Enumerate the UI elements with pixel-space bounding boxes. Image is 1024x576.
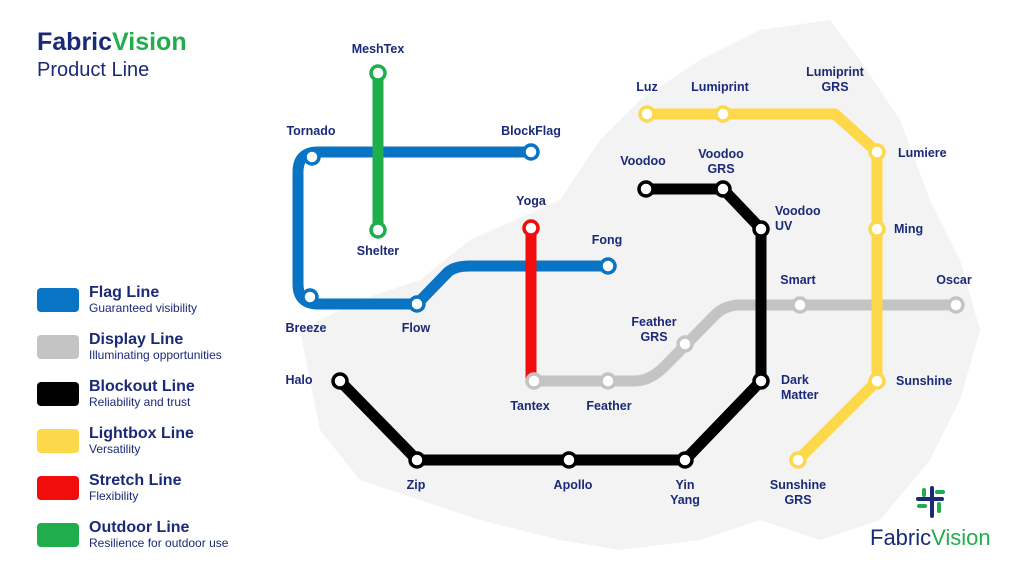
label-voodoo-grs-2: GRS bbox=[707, 162, 734, 176]
station-luz[interactable] bbox=[638, 105, 656, 123]
legend-swatch bbox=[37, 428, 79, 453]
station-sunshine[interactable] bbox=[868, 372, 886, 390]
fabricvision-logo: FabricVision bbox=[870, 484, 991, 551]
logo-text: FabricVision bbox=[870, 525, 991, 550]
legend-desc: Flexibility bbox=[89, 489, 139, 503]
label-flow: Flow bbox=[402, 321, 431, 335]
label-lumiere: Lumiere bbox=[898, 146, 947, 160]
station-oscar[interactable] bbox=[947, 296, 965, 314]
label-voodoo-uv-1: Voodoo bbox=[775, 204, 821, 218]
legend-name: Display Line bbox=[89, 331, 184, 348]
station-lumiere[interactable] bbox=[868, 143, 886, 161]
legend-swatch bbox=[37, 287, 79, 312]
station-feather-grs[interactable] bbox=[676, 335, 694, 353]
station-dark-matter[interactable] bbox=[752, 372, 770, 390]
label-ming: Ming bbox=[894, 222, 923, 236]
label-feather-grs-1: Feather bbox=[631, 315, 676, 329]
label-yoga: Yoga bbox=[516, 194, 547, 208]
station-blockflag[interactable] bbox=[522, 143, 540, 161]
label-apollo: Apollo bbox=[554, 478, 593, 492]
label-zip: Zip bbox=[407, 478, 426, 492]
station-voodoo-uv[interactable] bbox=[752, 220, 770, 238]
station-fong[interactable] bbox=[599, 257, 617, 275]
station-shelter[interactable] bbox=[369, 221, 387, 239]
station-meshtex[interactable] bbox=[369, 64, 387, 82]
legend-name: Stretch Line bbox=[89, 472, 182, 489]
station-yin-yang[interactable] bbox=[676, 451, 694, 469]
label-dark-matter-1: Dark bbox=[781, 373, 809, 387]
label-oscar: Oscar bbox=[936, 273, 972, 287]
legend-swatch bbox=[37, 475, 79, 500]
label-sunshine-grs-2: GRS bbox=[784, 493, 811, 507]
station-yoga[interactable] bbox=[522, 219, 540, 237]
label-dark-matter-2: Matter bbox=[781, 388, 819, 402]
station-voodoo[interactable] bbox=[637, 180, 655, 198]
legend-name: Outdoor Line bbox=[89, 519, 190, 536]
legend-name: Lightbox Line bbox=[89, 425, 194, 442]
station-tornado[interactable] bbox=[303, 148, 321, 166]
label-lumiprint-grs-2: GRS bbox=[821, 80, 848, 94]
logo-mark-icon bbox=[916, 486, 946, 518]
legend-desc: Reliability and trust bbox=[89, 395, 191, 409]
page-title: FabricVision Product Line bbox=[37, 28, 187, 82]
label-yin-yang-2: Yang bbox=[670, 493, 700, 507]
legend-desc: Resilience for outdoor use bbox=[89, 536, 229, 550]
station-tantex[interactable] bbox=[525, 372, 543, 390]
label-blockflag: BlockFlag bbox=[501, 124, 561, 138]
station-zip[interactable] bbox=[408, 451, 426, 469]
label-sunshine: Sunshine bbox=[896, 374, 952, 388]
station-voodoo-grs[interactable] bbox=[714, 180, 732, 198]
label-shelter: Shelter bbox=[357, 244, 400, 258]
label-lumiprint: Lumiprint bbox=[691, 80, 749, 94]
legend-swatch bbox=[37, 334, 79, 359]
station-feather[interactable] bbox=[599, 372, 617, 390]
label-halo: Halo bbox=[285, 373, 312, 387]
legend-name: Blockout Line bbox=[89, 378, 195, 395]
station-ming[interactable] bbox=[868, 220, 886, 238]
label-fong: Fong bbox=[592, 233, 623, 247]
label-voodoo: Voodoo bbox=[620, 154, 666, 168]
label-feather-grs-2: GRS bbox=[640, 330, 667, 344]
legend-desc: Illuminating opportunities bbox=[89, 348, 222, 362]
brand-title: FabricVision bbox=[37, 28, 187, 56]
label-tantex: Tantex bbox=[510, 399, 549, 413]
station-sunshine-grs[interactable] bbox=[789, 451, 807, 469]
legend-swatch bbox=[37, 381, 79, 406]
station-halo[interactable] bbox=[331, 372, 349, 390]
subtitle: Product Line bbox=[37, 59, 150, 81]
label-voodoo-grs-1: Voodoo bbox=[698, 147, 744, 161]
label-tornado: Tornado bbox=[286, 124, 335, 138]
station-lumiprint[interactable] bbox=[714, 105, 732, 123]
europe-map-background bbox=[300, 20, 980, 550]
label-feather: Feather bbox=[586, 399, 631, 413]
legend-desc: Versatility bbox=[89, 442, 141, 456]
label-meshtex: MeshTex bbox=[352, 42, 405, 56]
station-breeze[interactable] bbox=[301, 288, 319, 306]
label-smart: Smart bbox=[780, 273, 816, 287]
station-smart[interactable] bbox=[791, 296, 809, 314]
label-yin-yang-1: Yin bbox=[676, 478, 695, 492]
station-flow[interactable] bbox=[408, 295, 426, 313]
legend-swatch bbox=[37, 522, 79, 547]
label-breeze: Breeze bbox=[286, 321, 327, 335]
label-luz: Luz bbox=[636, 80, 658, 94]
label-voodoo-uv-2: UV bbox=[775, 219, 793, 233]
legend-name: Flag Line bbox=[89, 284, 160, 301]
station-apollo[interactable] bbox=[560, 451, 578, 469]
legend-desc: Guaranteed visibility bbox=[89, 301, 198, 315]
label-lumiprint-grs-1: Lumiprint bbox=[806, 65, 864, 79]
label-sunshine-grs-1: Sunshine bbox=[770, 478, 826, 492]
